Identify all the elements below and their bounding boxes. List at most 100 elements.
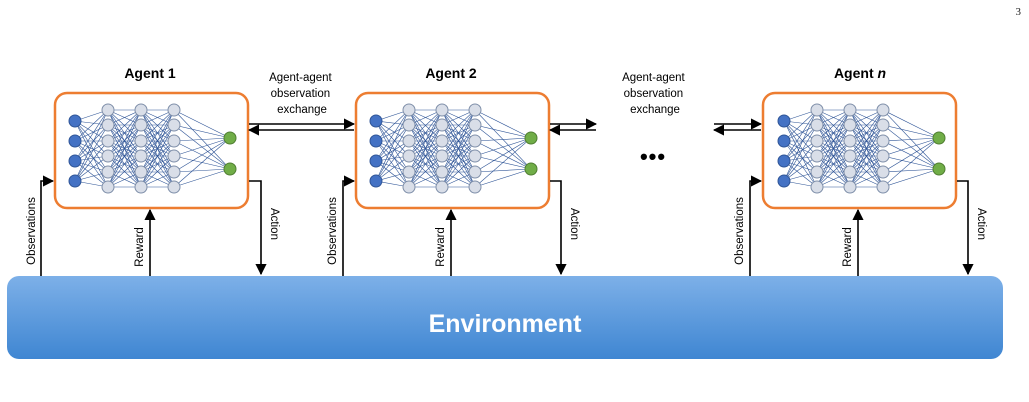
nn-hidden-node (876, 165, 890, 179)
nn-edge (849, 109, 884, 173)
nn-edge (74, 120, 109, 173)
nn-edge (408, 109, 443, 157)
nn-edge (173, 137, 231, 142)
nn-hidden-node (402, 103, 416, 117)
nn-input-node (777, 154, 791, 168)
nn-edge (783, 120, 818, 173)
nn-edge (474, 124, 532, 139)
agent-2-neural-network (369, 103, 538, 194)
nn-edge (408, 124, 443, 188)
nn-edge (441, 155, 476, 188)
nn-hidden-node (167, 103, 181, 117)
nn-hidden-node (134, 134, 148, 148)
nn-edge (74, 140, 109, 182)
agent-1-neural-network (68, 103, 237, 194)
nn-edge (74, 160, 109, 188)
nn-edge (74, 140, 109, 173)
nn-edge (107, 109, 142, 157)
nn-edge (107, 109, 142, 142)
nn-hidden-node (843, 165, 857, 179)
nn-edge (375, 109, 410, 142)
action-label-2: Action (568, 208, 580, 240)
nn-hidden-node (101, 149, 115, 163)
nn-input-node (369, 154, 383, 168)
nn-input-node (369, 134, 383, 148)
nn-hidden-node (876, 180, 890, 194)
nn-input-node (369, 174, 383, 188)
nn-hidden-node (843, 103, 857, 117)
nn-edge (783, 109, 818, 142)
nn-output-node (932, 131, 946, 145)
nn-edge (173, 137, 231, 173)
nn-hidden-node (101, 180, 115, 194)
reward-label-1: Reward (134, 227, 146, 267)
nn-hidden-node (843, 134, 857, 148)
environment-bar (7, 276, 1003, 359)
nn-hidden-node (843, 180, 857, 194)
nn-edge (816, 109, 851, 173)
nn-edge (783, 120, 818, 157)
exchange-label-1: Agent-agent observation exchange (269, 72, 335, 116)
nn-edge (474, 137, 532, 157)
nn-edge (375, 124, 410, 182)
nn-hidden-node (101, 118, 115, 132)
nn-edge (474, 137, 532, 188)
nn-edge (375, 124, 410, 162)
nn-hidden-node (402, 134, 416, 148)
nn-edge (441, 109, 476, 142)
nn-edge (107, 155, 142, 188)
nn-hidden-node (876, 134, 890, 148)
agent-1-title: Agent 1 (124, 65, 176, 81)
nn-edge (882, 137, 940, 173)
nn-input-node (777, 134, 791, 148)
exchange-label-2: Agent-agent observation exchange (622, 72, 688, 116)
nn-hidden-node (468, 149, 482, 163)
nn-hidden-node (435, 118, 449, 132)
nn-edge (74, 155, 109, 182)
action-arrow-n (957, 180, 974, 276)
nn-edge (816, 155, 851, 188)
exchange-arrows-2-right (548, 118, 598, 136)
nn-edge (783, 140, 818, 188)
nn-edge (375, 140, 410, 173)
nn-edge (408, 155, 443, 188)
action-label-1: Action (268, 208, 280, 240)
nn-hidden-node (810, 103, 824, 117)
nn-output-node (223, 131, 237, 145)
nn-edge (441, 109, 476, 173)
nn-hidden-node (810, 165, 824, 179)
nn-hidden-node (876, 149, 890, 163)
nn-hidden-node (435, 103, 449, 117)
nn-edge (408, 109, 443, 173)
reward-label-n: Reward (842, 227, 854, 267)
action-arrow-2 (550, 180, 567, 276)
nn-hidden-node (468, 134, 482, 148)
nn-edge (441, 124, 476, 188)
nn-edge (783, 120, 818, 188)
agent-1: Agent 1 (53, 65, 250, 210)
nn-input-node (68, 134, 82, 148)
nn-edge (474, 137, 532, 142)
nn-edge (408, 109, 443, 142)
nn-hidden-node (876, 118, 890, 132)
action-arrow-1 (249, 180, 267, 276)
nn-edge (474, 168, 532, 173)
ellipsis: ••• (640, 144, 666, 169)
nn-edge (882, 109, 940, 139)
nn-hidden-node (101, 165, 115, 179)
nn-edge (74, 124, 109, 162)
nn-hidden-node (468, 180, 482, 194)
observations-arrow-n (749, 175, 763, 276)
nn-edge (849, 109, 884, 142)
agent-1-connectors (40, 175, 267, 276)
nn-edge (408, 140, 443, 188)
exchange-arrows-1-2 (247, 118, 356, 136)
nn-hidden-node (167, 149, 181, 163)
nn-edge (474, 109, 532, 139)
nn-edge (140, 124, 175, 188)
nn-hidden-node (402, 118, 416, 132)
nn-edge (783, 124, 818, 182)
nn-edge (849, 155, 884, 188)
nn-edge (783, 140, 818, 182)
nn-edge (74, 109, 109, 162)
